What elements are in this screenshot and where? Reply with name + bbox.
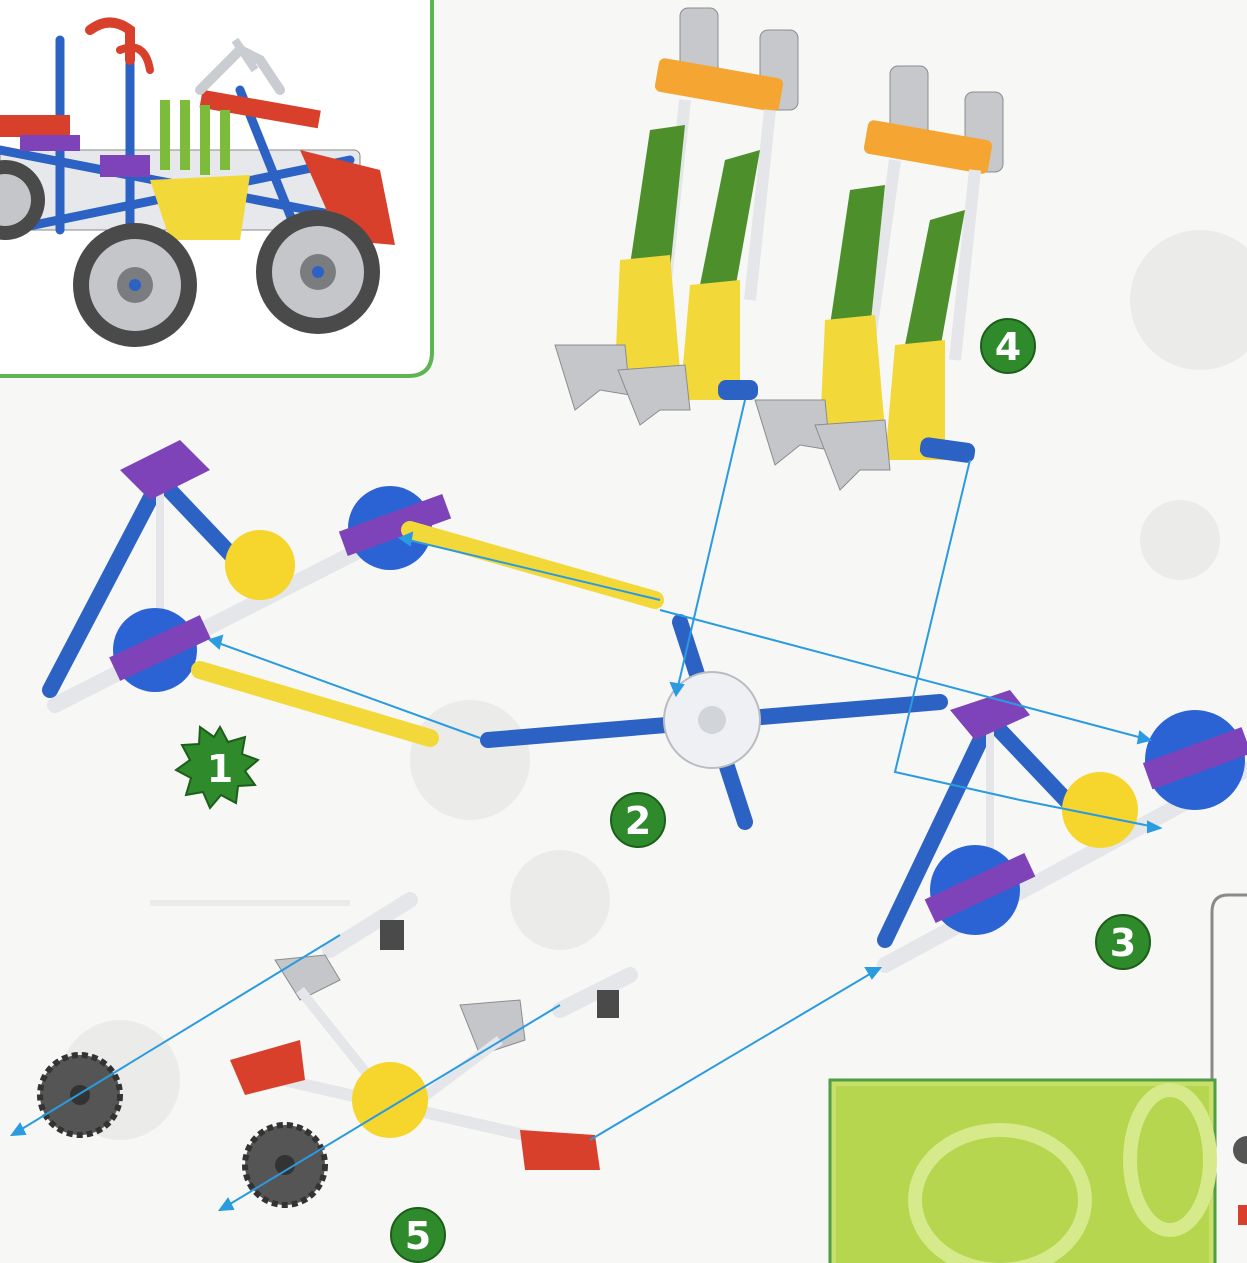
- step-number-1: 1: [207, 747, 233, 791]
- blue-connector: [109, 608, 211, 692]
- step-badge-2: 2: [611, 793, 665, 847]
- yellow-connector: [352, 1062, 428, 1138]
- blue-connector: [925, 845, 1036, 935]
- step-number-2: 2: [625, 799, 651, 843]
- completed-model-panel: [0, 0, 432, 376]
- arrow-leg2-to-step3: [895, 460, 1160, 828]
- step-badge-3: 3: [1096, 915, 1150, 969]
- arrow-gear-right: [220, 1005, 560, 1210]
- step-badge-1: 1: [176, 727, 258, 808]
- arrow-leg-to-hub: [676, 400, 745, 695]
- step-badge-4: 4: [981, 319, 1035, 373]
- leg-unit-left: [555, 8, 798, 425]
- step-number-3: 3: [1110, 921, 1136, 965]
- step-4-assembly: [555, 8, 1003, 490]
- dark-gear-right: [245, 1125, 325, 1205]
- blue-connector-front: [1143, 710, 1247, 810]
- step-2-assembly: [488, 622, 940, 822]
- dark-gear-left: [40, 1055, 120, 1135]
- step-number-5: 5: [405, 1214, 431, 1258]
- front-wheel: [256, 210, 380, 334]
- step-number-4: 4: [995, 325, 1021, 369]
- green-tile-panel: [830, 1080, 1215, 1263]
- arrow-gear-left: [12, 935, 340, 1135]
- leg-unit-right: [755, 66, 1003, 490]
- step-badge-5: 5: [391, 1208, 445, 1262]
- rear-wheel: [73, 223, 197, 347]
- yellow-connector: [225, 530, 295, 600]
- arrow-yellow-to-step1: [400, 538, 660, 600]
- step-1-assembly: [50, 440, 655, 738]
- step-3-assembly: [885, 690, 1247, 965]
